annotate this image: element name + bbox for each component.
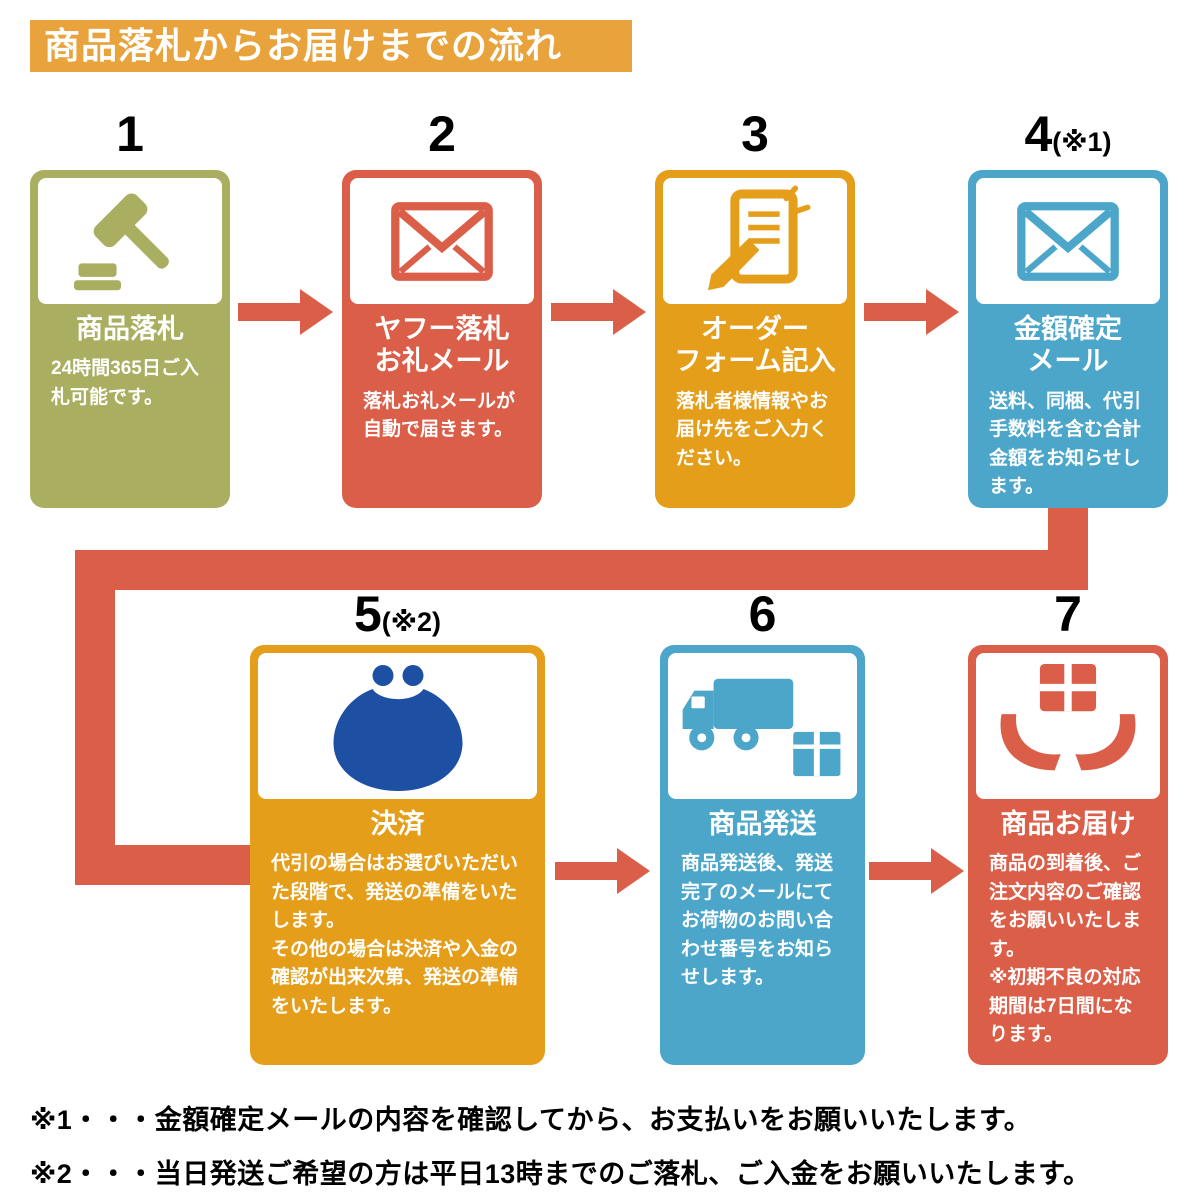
page-title: 商品落札からお届けまでの流れ [30, 20, 632, 72]
mail-icon [391, 201, 493, 281]
step-description: 送料、同梱、代引手数料を含む合計金額をお知らせします。 [989, 390, 1142, 498]
mail-icon-area [976, 178, 1160, 304]
step-number-text: 1 [116, 106, 144, 162]
step-description: 商品の到着後、ご注文内容のご確認をお願いいたします。 ※初期不良の対応期間は7日… [989, 853, 1142, 1046]
step-card-order-form: オーダー フォーム記入 落札者様情報やお届け先をご入力ください。 [655, 170, 855, 508]
step-description: 落札お礼メールが自動で届きます。 [363, 390, 516, 441]
step-number-6: 6 [660, 586, 865, 650]
step-description: 落札者様情報やお届け先をご入力ください。 [676, 390, 829, 469]
gavel-icon [74, 193, 169, 291]
delivery-hands-icon-area [976, 653, 1160, 799]
connector-line-into-step5-icon [75, 845, 252, 885]
step-title: 商品発送 [708, 809, 817, 839]
mail-icon-area [350, 178, 534, 304]
footnote-1: ※1・・・金額確定メールの内容を確認してから、お支払いをお願いいたします。 [30, 1105, 1032, 1135]
step-title: 決済 [370, 809, 425, 839]
step-title: 商品お届け [1000, 809, 1136, 839]
step-number-3: 3 [655, 106, 855, 170]
step-description: 商品発送後、発送完了のメールにてお荷物のお問い合わせ番号をお知らせします。 [681, 853, 834, 989]
step-description: 24時間365日ご入札可能です。 [51, 358, 199, 408]
truck-icon [682, 678, 840, 777]
step-number-5: 5(※2) [250, 586, 545, 650]
flow-arrow-icon [864, 289, 959, 335]
step-title: オーダー フォーム記入 [674, 314, 836, 377]
step-number-text: 5 [353, 586, 382, 642]
step-number-suffix: (※2) [381, 607, 442, 637]
step-number-4: 4(※1) [968, 106, 1168, 170]
flow-arrow-icon [551, 289, 646, 335]
step-number-text: 3 [741, 106, 769, 162]
step-title: 商品落札 [76, 314, 184, 344]
flow-arrow-icon [869, 848, 964, 894]
purse-icon-area [258, 653, 537, 799]
flow-arrow-icon [238, 289, 333, 335]
step-number-text: 2 [428, 106, 456, 162]
step-number-text: 6 [748, 586, 777, 642]
step-number-text: 4 [1024, 106, 1053, 162]
mail-icon [1017, 201, 1119, 281]
footnote-2: ※2・・・当日発送ご希望の方は平日13時までのご落札、ご入金をお願いいたします。 [30, 1159, 1091, 1189]
purse-icon [333, 664, 462, 791]
gavel-icon-area [38, 178, 222, 304]
step-card-delivery: 商品お届け 商品の到着後、ご注文内容のご確認をお願いいたします。 ※初期不良の対… [968, 645, 1168, 1065]
step-number-1: 1 [30, 106, 230, 170]
step-card-shipping: 商品発送 商品発送後、発送完了のメールにてお荷物のお問い合わせ番号をお知らせしま… [660, 645, 865, 1065]
step-title: 金額確定 メール [1014, 314, 1122, 377]
order-form-icon [707, 185, 811, 291]
step-title: ヤフー落札 お礼メール [374, 314, 510, 377]
step-number-text: 7 [1054, 586, 1082, 642]
step-card-auction: 商品落札 24時間365日ご入札可能です。 [30, 170, 230, 508]
delivery-hands-icon [1000, 663, 1136, 771]
truck-icon-area [668, 653, 857, 799]
step-card-price-mail: 金額確定 メール 送料、同梱、代引手数料を含む合計金額をお知らせします。 [968, 170, 1168, 508]
step-card-thanks-mail: ヤフー落札 お礼メール 落札お礼メールが自動で届きます。 [342, 170, 542, 508]
step-number-7: 7 [968, 586, 1168, 650]
step-number-suffix: (※1) [1052, 127, 1112, 157]
step-number-2: 2 [342, 106, 542, 170]
connector-line-across-icon [75, 550, 1088, 590]
connector-line-left-icon [75, 550, 115, 885]
step-description: 代引の場合はお選びいただいた段階で、発送の準備をいたします。 その他の場合は決済… [271, 853, 519, 1017]
flow-arrow-icon [555, 848, 650, 894]
order-form-icon-area [663, 178, 847, 304]
step-card-payment: 決済 代引の場合はお選びいただいた段階で、発送の準備をいたします。 その他の場合… [250, 645, 545, 1065]
